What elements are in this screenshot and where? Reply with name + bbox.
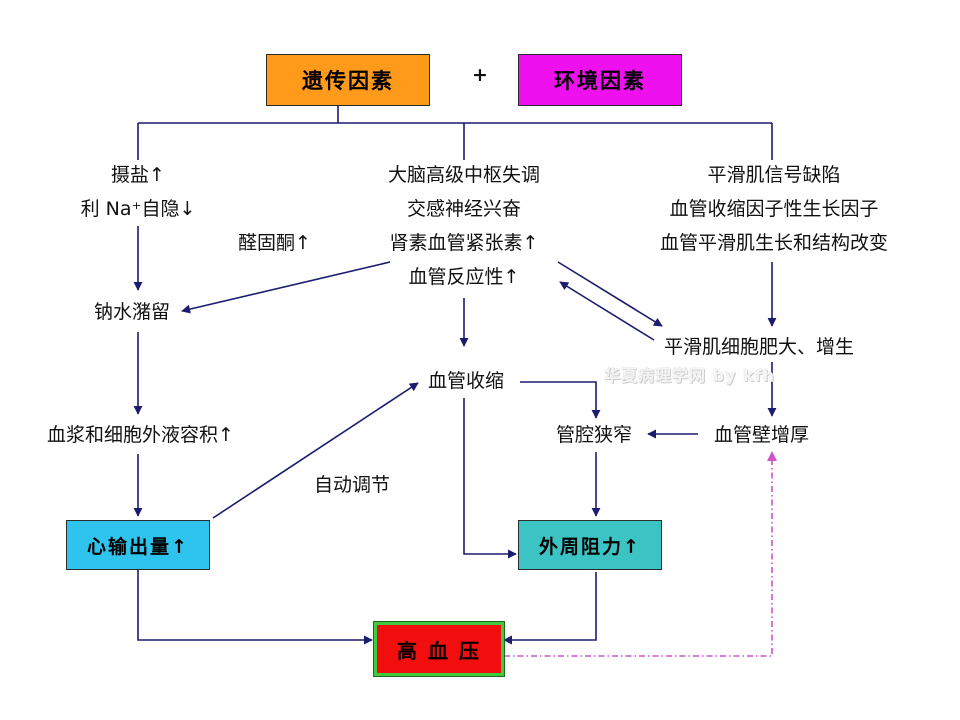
vasoconstriction-text: 血管收缩	[428, 370, 505, 392]
vascular-reactivity-text: 血管反应性↑	[408, 266, 520, 288]
constriction-to-resistance-arrow	[463, 398, 517, 559]
sodium-water-retention-text: 钠水潴留	[94, 301, 171, 323]
left-factors: 摄盐↑ 利 Na⁺自隐↓	[58, 158, 218, 226]
genetic-factors-label: 遗传因素	[302, 69, 394, 93]
autoregulation-arrow	[212, 382, 419, 519]
vascular-structure-change-text: 血管平滑肌生长和结构改变	[659, 232, 888, 254]
cardiac-output-box: 心输出量↑	[66, 520, 210, 570]
renin-to-smooth-muscle-arrow	[557, 261, 663, 327]
aldosterone-text: 醛固酮↑	[238, 232, 311, 254]
constriction-to-lumen-arrow	[520, 381, 601, 419]
sodium-excretion-text: 利 Na⁺自隐↓	[80, 198, 196, 220]
vessel-wall-thickening-text: 血管壁增厚	[714, 424, 810, 446]
watermark: 华夏病理学网 by kfh	[604, 366, 776, 385]
resistance-to-hypertension-arrow	[503, 572, 597, 645]
peripheral-resistance-box: 外周阻力↑	[518, 520, 662, 570]
hypertension-box: 高 血 压	[373, 621, 505, 677]
salt-intake-text: 摄盐↑	[111, 164, 165, 186]
smooth-muscle-hypertrophy-text: 平滑肌细胞肥大、增生	[664, 336, 855, 358]
lumen-narrowing-text: 管腔狭窄	[556, 424, 633, 446]
environmental-factors-label: 环境因素	[554, 69, 646, 93]
plus-sign: +	[472, 64, 488, 86]
output-to-hypertension-arrow	[137, 570, 373, 645]
renin-to-retention-arrow	[181, 261, 391, 314]
renin-angiotensin-text: 肾素血管紧张素↑	[389, 232, 539, 254]
environmental-factors-box: 环境因素	[518, 54, 682, 106]
plasma-volume-text: 血浆和细胞外液容积↑	[47, 424, 234, 446]
cns-dysfunction-text: 大脑高级中枢失调	[387, 164, 540, 186]
hypertension-label: 高 血 压	[397, 638, 481, 663]
center-factors: 大脑高级中枢失调 交感神经兴奋 肾素血管紧张素↑ 血管反应性↑	[354, 158, 574, 294]
smooth-muscle-to-reactivity-arrow	[559, 281, 655, 341]
genetic-factors-box: 遗传因素	[266, 54, 430, 106]
peripheral-resistance-label: 外周阻力↑	[539, 535, 641, 558]
vasoconstrictor-growth-factor-text: 血管收缩因子性生长因子	[669, 198, 879, 220]
cardiac-output-label: 心输出量↑	[87, 535, 189, 558]
sympathetic-excitation-text: 交感神经兴奋	[406, 198, 521, 220]
smooth-muscle-signal-defect-text: 平滑肌信号缺陷	[707, 164, 841, 186]
right-factors: 平滑肌信号缺陷 血管收缩因子性生长因子 血管平滑肌生长和结构改变	[632, 158, 916, 260]
auto-regulation-text: 自动调节	[314, 474, 391, 496]
